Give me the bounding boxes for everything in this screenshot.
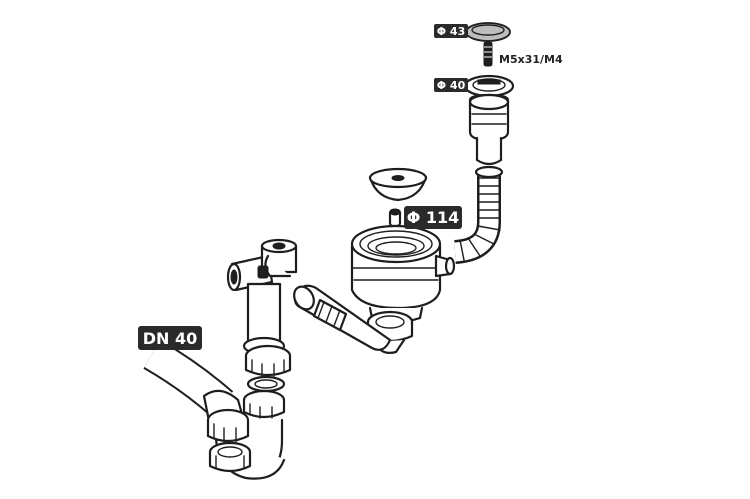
- strainer-cap: [368, 167, 428, 202]
- trap-nut-lower: [242, 389, 286, 419]
- label-phi43-text: Φ 43: [437, 25, 466, 38]
- label-phi114-text: Φ 114: [407, 208, 460, 227]
- outlet-elbow: [202, 389, 250, 443]
- label-phi114: Φ 114: [404, 206, 462, 229]
- label-phi43: Φ 43: [434, 24, 468, 38]
- strainer-stem: [388, 208, 402, 228]
- label-phi40: Φ 40: [434, 78, 468, 92]
- appliance-inlet: [226, 238, 298, 292]
- trap-riser: [242, 282, 286, 356]
- connector-pipe: [293, 284, 392, 351]
- label-dn40: DN 40: [138, 326, 202, 350]
- label-dn40-text: DN 40: [143, 329, 198, 348]
- label-phi40-text: Φ 40: [437, 79, 466, 92]
- overflow-housing: [468, 93, 510, 166]
- overflow-ring: [463, 74, 515, 98]
- label-screw: M5x31/M4: [499, 53, 563, 66]
- overflow-screw: [483, 41, 493, 67]
- strainer-body: [350, 224, 456, 324]
- overflow-cap: [465, 22, 511, 42]
- overflow-hose: [453, 165, 504, 264]
- trap-nut-upper: [244, 344, 292, 377]
- outlet-nut: [208, 441, 252, 473]
- trap-washer: [246, 375, 286, 393]
